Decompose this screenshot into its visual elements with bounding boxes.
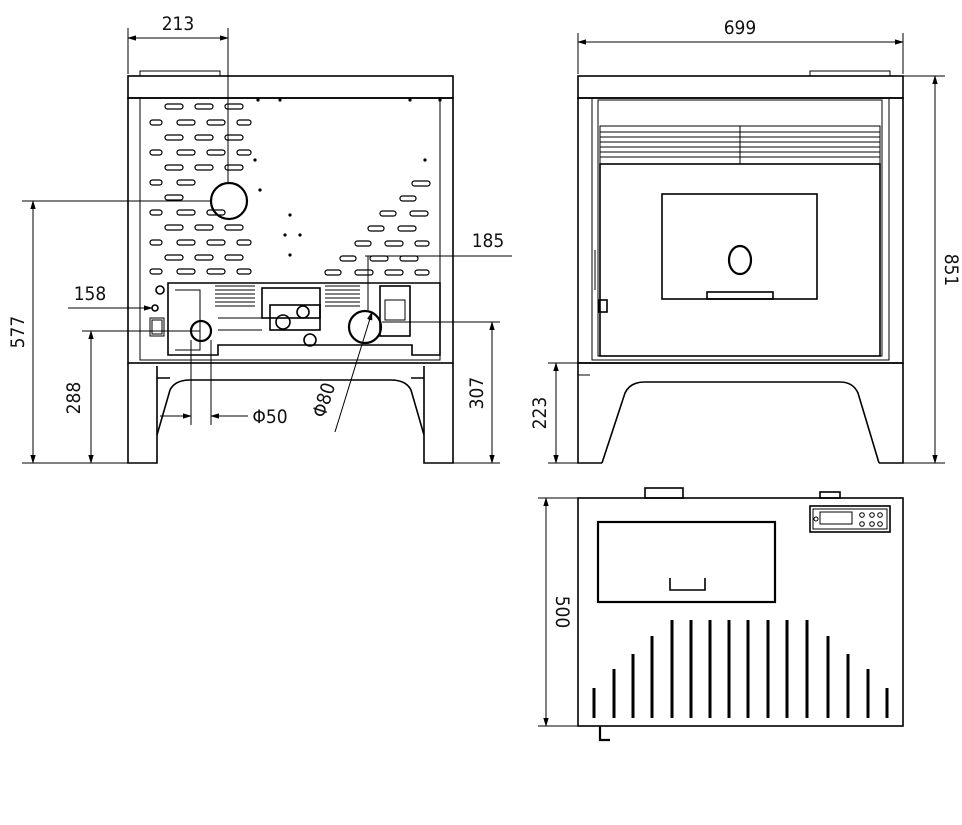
front-handle [598,299,608,313]
rear-vent-slots [149,103,431,276]
dim-223-label: 223 [529,397,551,430]
dim-851-label: 851 [940,254,962,287]
rear-base [127,363,454,464]
top-view [577,487,904,742]
dim-phi50-label: Φ50 [252,406,287,428]
dim-288-label: 288 [63,382,85,415]
rear-lower-flue [347,309,383,345]
dim-158-label: 158 [74,283,107,305]
front-base [577,363,904,464]
rear-screws [253,98,442,257]
dim-phi80-label: Φ80 [308,380,340,420]
dim-213-label: 213 [162,13,195,35]
rear-view [127,70,454,464]
top-flue-stub [644,487,684,499]
top-vent-bars [592,620,889,718]
front-viewing-hole [727,244,753,276]
front-dimensions: 699 851 223 [529,17,962,464]
front-grille [599,125,881,165]
rear-mechanism [149,282,441,356]
dim-307-label: 307 [466,377,488,410]
rear-base-arch [156,379,425,436]
pellet-hopper-lid [596,520,777,604]
rear-top-cap [127,75,454,99]
dim-185-label: 185 [472,230,505,252]
control-panel [809,505,891,533]
top-view-outline [577,497,904,727]
dim-500-label: 500 [551,596,573,629]
rear-top-plate [139,70,221,77]
dim-699-label: 699 [724,17,757,39]
rear-dimensions: 213 577 288 158 185 307 Φ50 Φ80 [7,13,512,464]
rear-flue-outlet [209,181,249,221]
front-top-cap [577,75,904,99]
front-view [577,70,904,464]
rear-inner-panel [139,97,441,361]
top-rear-stub [819,491,841,499]
dim-577-label: 577 [7,316,29,349]
hopper-handle [669,578,706,591]
top-dimensions: 500 [538,497,578,727]
